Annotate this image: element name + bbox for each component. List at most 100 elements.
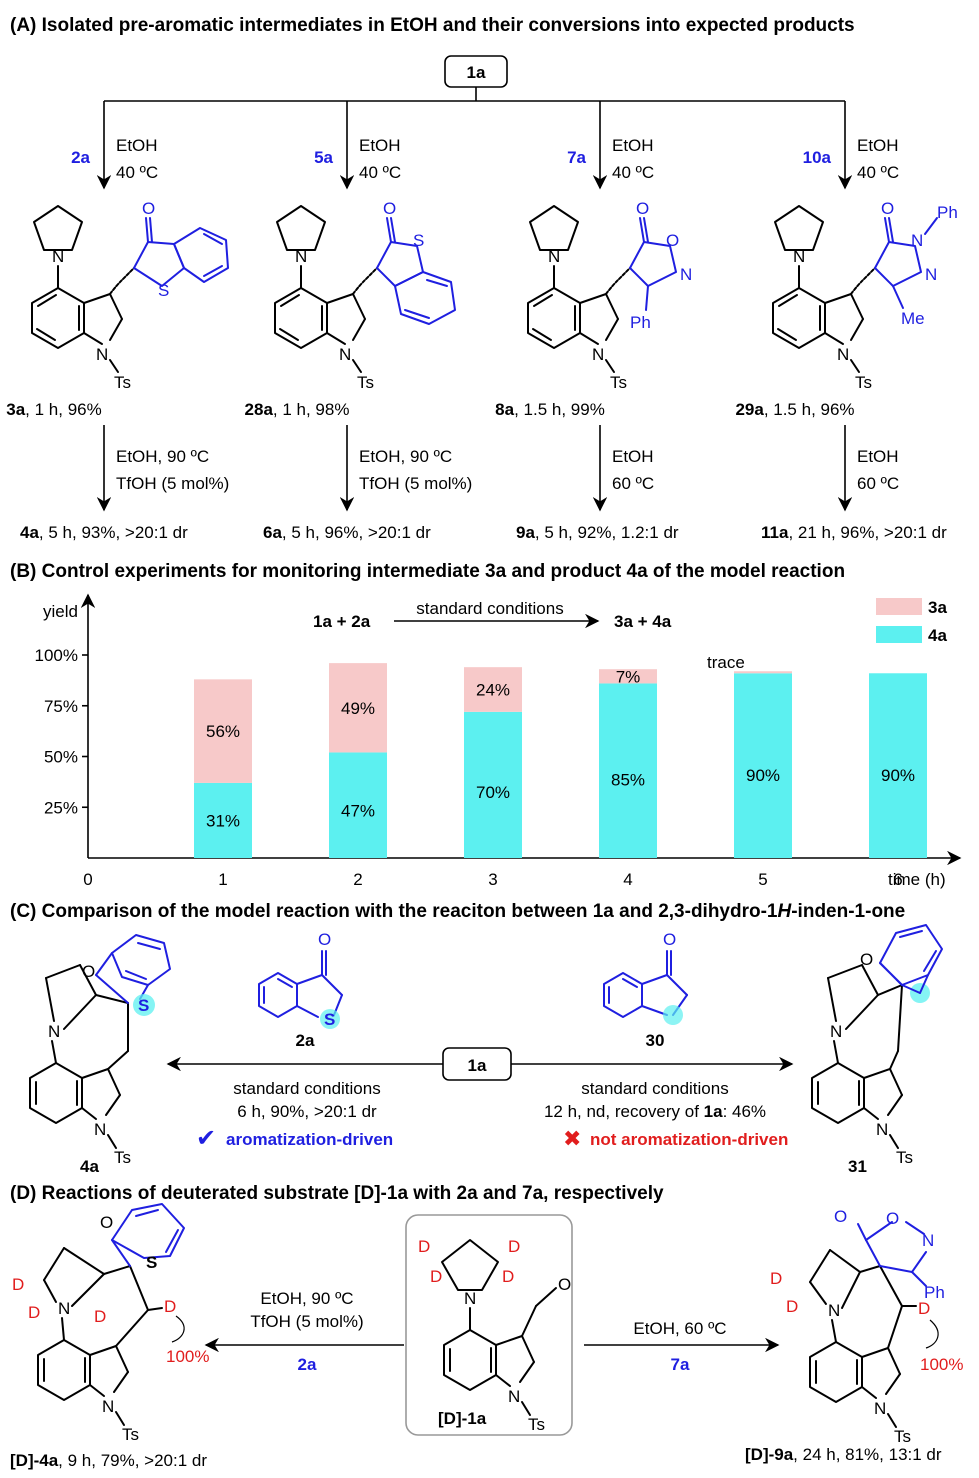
- svg-text:S: S: [324, 1010, 335, 1029]
- svg-text:N: N: [102, 1397, 114, 1416]
- product-31-label: 31: [848, 1157, 867, 1176]
- bar-4a: [734, 673, 792, 858]
- legend-swatch-4a: [876, 626, 922, 643]
- step2-cond2: TfOH (5 mol%): [116, 474, 229, 493]
- bar-4a: [464, 711, 522, 858]
- center-1a-label: 1a: [468, 1056, 487, 1075]
- svg-text:N: N: [837, 345, 849, 364]
- svg-text:D: D: [28, 1303, 40, 1322]
- c-left-cond2: 6 h, 90%, >20:1 dr: [237, 1102, 377, 1121]
- d-left-cond1: EtOH, 90 ºC: [260, 1289, 353, 1308]
- y-tick-label: 25%: [44, 798, 78, 817]
- svg-text:D: D: [770, 1269, 782, 1288]
- d1a-box: [405, 1214, 573, 1436]
- bar-4a-label: 90%: [746, 766, 780, 785]
- svg-text:O: O: [886, 1209, 899, 1228]
- svg-text:S: S: [158, 281, 169, 300]
- svg-text:Ts: Ts: [896, 1148, 913, 1167]
- eq-right: 3a + 4a: [614, 612, 672, 631]
- svg-text:O: O: [834, 1207, 847, 1226]
- reagent-2a-label: 2a: [296, 1031, 315, 1050]
- intermediate-caption: 8a, 1.5 h, 99%: [495, 400, 605, 419]
- bar-4a-label: 70%: [476, 783, 510, 802]
- bar-3a: [734, 671, 792, 674]
- d9a-caption: [D]-9a, 24 h, 81%, 13:1 dr: [745, 1445, 942, 1464]
- svg-text:O: O: [663, 930, 676, 949]
- svg-text:N: N: [295, 247, 307, 266]
- product-caption: 6a, 5 h, 96%, >20:1 dr: [263, 523, 431, 542]
- x-tick-label: 3: [488, 870, 497, 889]
- step1-cond2: 40 ºC: [359, 163, 401, 182]
- x-axis-label: time (h): [888, 870, 946, 889]
- bar-3a-label: 24%: [476, 681, 510, 700]
- svg-text:N: N: [828, 1301, 840, 1320]
- svg-text:N: N: [925, 265, 937, 284]
- c-left-cond1: standard conditions: [233, 1079, 380, 1098]
- cross-icon: ✖: [563, 1126, 581, 1151]
- product-4a-label: 4a: [80, 1157, 99, 1176]
- product-caption: 4a, 5 h, 93%, >20:1 dr: [20, 523, 188, 542]
- d-right-reagent: 7a: [671, 1355, 690, 1374]
- bar-3a-label: 7%: [616, 667, 641, 686]
- bar-4a-label: 90%: [881, 766, 915, 785]
- panel-d-title: (D) Reactions of deuterated substrate [D…: [10, 1183, 664, 1204]
- y-axis-label: yield: [43, 602, 78, 621]
- svg-text:S: S: [138, 996, 149, 1015]
- step2-cond2: 60 ºC: [612, 474, 654, 493]
- reagent-label: 7a: [567, 148, 586, 167]
- svg-text:N: N: [680, 265, 692, 284]
- x-tick-label: 1: [218, 870, 227, 889]
- svg-text:Ts: Ts: [610, 373, 627, 392]
- bar-4a-label: 31%: [206, 811, 240, 830]
- bar-4a: [329, 752, 387, 858]
- step2-cond2: 60 ºC: [857, 474, 899, 493]
- panel-c-title: (C) Comparison of the model reaction wit…: [10, 901, 905, 922]
- svg-text:D: D: [918, 1299, 930, 1318]
- svg-text:D: D: [508, 1237, 520, 1256]
- svg-text:Ts: Ts: [894, 1427, 911, 1446]
- step1-cond1: EtOH: [857, 136, 899, 155]
- svg-text:N: N: [922, 1231, 934, 1250]
- start-1a-label: 1a: [467, 63, 486, 82]
- svg-text:Ts: Ts: [528, 1415, 545, 1434]
- svg-text:Ts: Ts: [357, 373, 374, 392]
- svg-text:N: N: [52, 247, 64, 266]
- step2-cond1: EtOH, 90 ºC: [116, 447, 209, 466]
- svg-text:Me: Me: [901, 309, 925, 328]
- check-icon: ✔: [196, 1125, 216, 1152]
- svg-text:N: N: [96, 345, 108, 364]
- svg-text:O: O: [318, 930, 331, 949]
- step2-cond2: TfOH (5 mol%): [359, 474, 472, 493]
- d1a-label: [D]-1a: [438, 1409, 487, 1428]
- product-4a-structure: N Ts N O S: [29, 934, 171, 1167]
- y-tick-label: 75%: [44, 697, 78, 716]
- panel-b-title: (B) Control experiments for monitoring i…: [10, 561, 845, 582]
- svg-text:100%: 100%: [166, 1347, 209, 1366]
- svg-text:S: S: [413, 231, 424, 250]
- legend-label-4a: 4a: [928, 626, 947, 645]
- d4a-caption: [D]-4a, 9 h, 79%, >20:1 dr: [10, 1451, 207, 1470]
- step1-cond2: 40 ºC: [116, 163, 158, 182]
- c-right-cond2: 12 h, nd, recovery of 1a: 46%: [544, 1102, 766, 1121]
- svg-text:N: N: [339, 345, 351, 364]
- reagent-label: 2a: [71, 148, 90, 167]
- step1-cond1: EtOH: [612, 136, 654, 155]
- svg-text:Ts: Ts: [114, 1148, 131, 1167]
- svg-text:N: N: [48, 1022, 60, 1041]
- svg-text:O: O: [881, 199, 894, 218]
- svg-text:100%: 100%: [920, 1355, 963, 1374]
- y-tick-label: 100%: [35, 646, 78, 665]
- product-caption: 11a, 21 h, 96%, >20:1 dr: [761, 523, 947, 542]
- svg-text:O: O: [860, 950, 873, 969]
- svg-text:S: S: [146, 1253, 157, 1272]
- svg-text:O: O: [142, 199, 155, 218]
- intermediate-caption: 3a, 1 h, 96%: [6, 400, 101, 419]
- eq-left: 1a + 2a: [313, 612, 371, 631]
